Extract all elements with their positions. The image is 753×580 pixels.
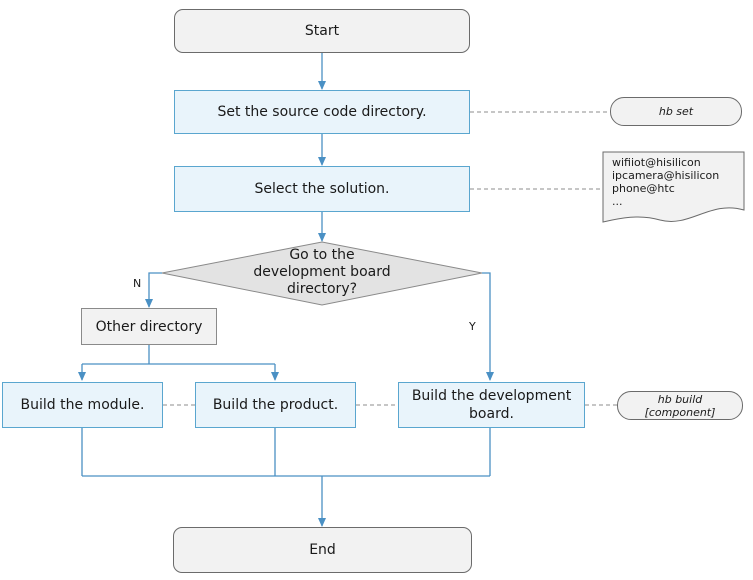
- hb-build-note: hb build [component]: [617, 391, 743, 420]
- solutions-document-shape: [602, 151, 745, 223]
- select-solution-label: Select the solution.: [254, 181, 390, 197]
- hb-build-line-2: [component]: [644, 405, 716, 419]
- other-directory-label: Other directory: [95, 318, 203, 335]
- solutions-list: wifiiot@hisilicon ipcamera@hisilicon pho…: [612, 156, 742, 208]
- arrow-no-branch: [145, 272, 162, 308]
- solution-item: ...: [612, 195, 623, 208]
- build-product-step: Build the product.: [195, 382, 356, 428]
- hb-set-note: hb set: [610, 97, 742, 126]
- build-product-label: Build the product.: [212, 397, 339, 413]
- branch-yes-label: Y: [469, 320, 476, 333]
- other-directory-step: Other directory: [81, 308, 217, 345]
- decision-line-2: development board: [253, 264, 391, 280]
- build-board-step: Build the development board.: [398, 382, 585, 428]
- end-label: End: [309, 542, 336, 558]
- build-module-step: Build the module.: [2, 382, 163, 428]
- end-terminal: End: [173, 527, 472, 573]
- arrow-yes-branch: [482, 272, 494, 381]
- decision-line-3: directory?: [286, 281, 358, 297]
- branch-no-label: N: [133, 277, 142, 290]
- select-solution-step: Select the solution.: [174, 166, 470, 212]
- solution-item: ipcamera@hisilicon: [612, 169, 720, 182]
- build-board-line-2: board.: [469, 406, 514, 422]
- hb-build-line-1: hb build: [657, 392, 703, 406]
- build-board-line-1: Build the development: [411, 388, 572, 404]
- start-label: Start: [304, 23, 340, 39]
- decision-diamond: [161, 241, 483, 306]
- decision-label: Go to the development board directory?: [222, 247, 422, 298]
- solution-item: wifiiot@hisilicon: [612, 156, 701, 169]
- start-terminal: Start: [174, 9, 470, 53]
- set-source-dir-step: Set the source code directory.: [174, 90, 470, 134]
- decision-line-1: Go to the: [289, 247, 355, 263]
- set-source-dir-label: Set the source code directory.: [217, 104, 427, 120]
- hb-set-label: hb set: [658, 105, 694, 118]
- build-module-label: Build the module.: [20, 397, 145, 413]
- solution-item: phone@htc: [612, 182, 675, 195]
